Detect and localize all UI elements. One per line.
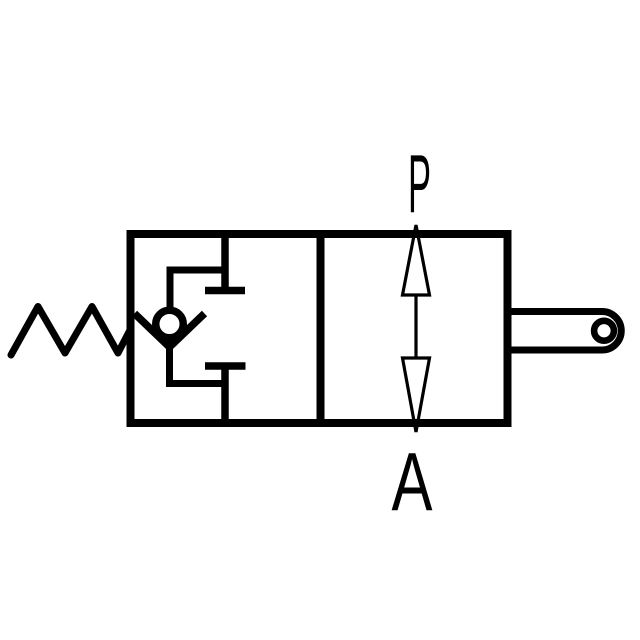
spring-return-icon	[7, 303, 134, 359]
roller-circle	[590, 317, 618, 344]
flow-arrow-head-down	[400, 356, 432, 433]
plunger-rod-outline	[506, 308, 625, 354]
two-way-flow-arrow-icon	[400, 224, 432, 433]
port-label-p: P	[408, 137, 431, 230]
port-label-a: A	[392, 435, 433, 528]
port-labels: P A	[392, 137, 433, 528]
plunger-roller-actuator-icon	[506, 308, 625, 354]
spring-zigzag	[7, 303, 134, 359]
schematic-lines	[7, 224, 625, 433]
check-valve-lower-bypass-line	[166, 341, 225, 387]
flow-arrow-head-up	[400, 224, 432, 297]
check-valve-icon	[131, 235, 246, 423]
check-valve-upper-bypass-line	[166, 266, 225, 309]
check-valve-ball	[152, 306, 187, 342]
